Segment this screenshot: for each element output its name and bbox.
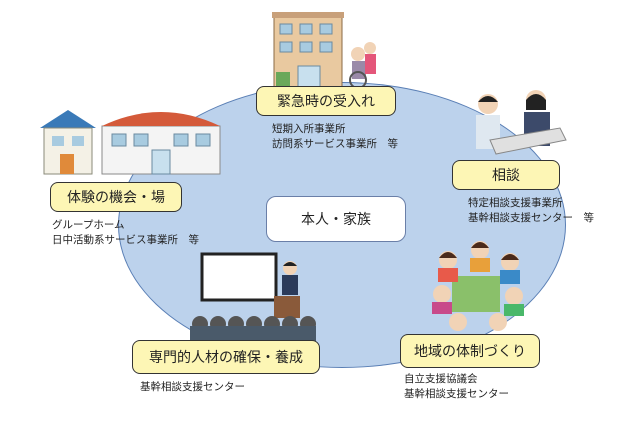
node-emergency: 緊急時の受入れ <box>256 86 396 116</box>
node-community: 地域の体制づくり <box>400 334 540 368</box>
sub-line: 自立支援協議会 <box>404 373 478 385</box>
sub-line: 訪問系サービス事業所 等 <box>272 138 398 150</box>
node-emergency-label: 緊急時の受入れ <box>277 94 375 110</box>
node-personnel-label: 専門的人材の確保・養成 <box>149 350 303 366</box>
sub-line: グループホーム <box>52 219 125 231</box>
center-person-family: 本人・家族 <box>266 196 406 242</box>
node-experience: 体験の機会・場 <box>50 182 182 212</box>
sub-line: 短期入所事業所 <box>272 123 346 135</box>
node-consultation: 相談 <box>452 160 560 190</box>
houses-icon <box>40 110 221 175</box>
sub-line: 日中活動系サービス事業所 等 <box>52 234 199 246</box>
node-emergency-sub: 短期入所事業所 訪問系サービス事業所 等 <box>272 122 398 152</box>
sub-line: 基幹相談支援センター <box>404 388 509 400</box>
node-experience-sub: グループホーム 日中活動系サービス事業所 等 <box>52 218 199 248</box>
node-experience-label: 体験の機会・場 <box>67 190 165 206</box>
sub-line: 特定相談支援事業所 <box>468 197 563 209</box>
sub-line: 基幹相談支援センター 等 <box>468 212 594 224</box>
node-consultation-sub: 特定相談支援事業所 基幹相談支援センター 等 <box>468 196 594 226</box>
node-community-sub: 自立支援協議会 基幹相談支援センター <box>404 372 509 402</box>
meeting-group-icon <box>432 241 524 331</box>
lecture-audience-icon <box>190 252 316 346</box>
consultation-people-icon <box>476 90 567 155</box>
sub-line: 基幹相談支援センター <box>140 381 245 393</box>
node-personnel-sub: 基幹相談支援センター <box>140 380 245 395</box>
facility-building-icon <box>272 12 376 89</box>
center-label: 本人・家族 <box>301 212 371 228</box>
node-community-label: 地域の体制づくり <box>414 344 526 360</box>
node-personnel: 専門的人材の確保・養成 <box>132 340 320 374</box>
node-consultation-label: 相談 <box>492 168 520 184</box>
